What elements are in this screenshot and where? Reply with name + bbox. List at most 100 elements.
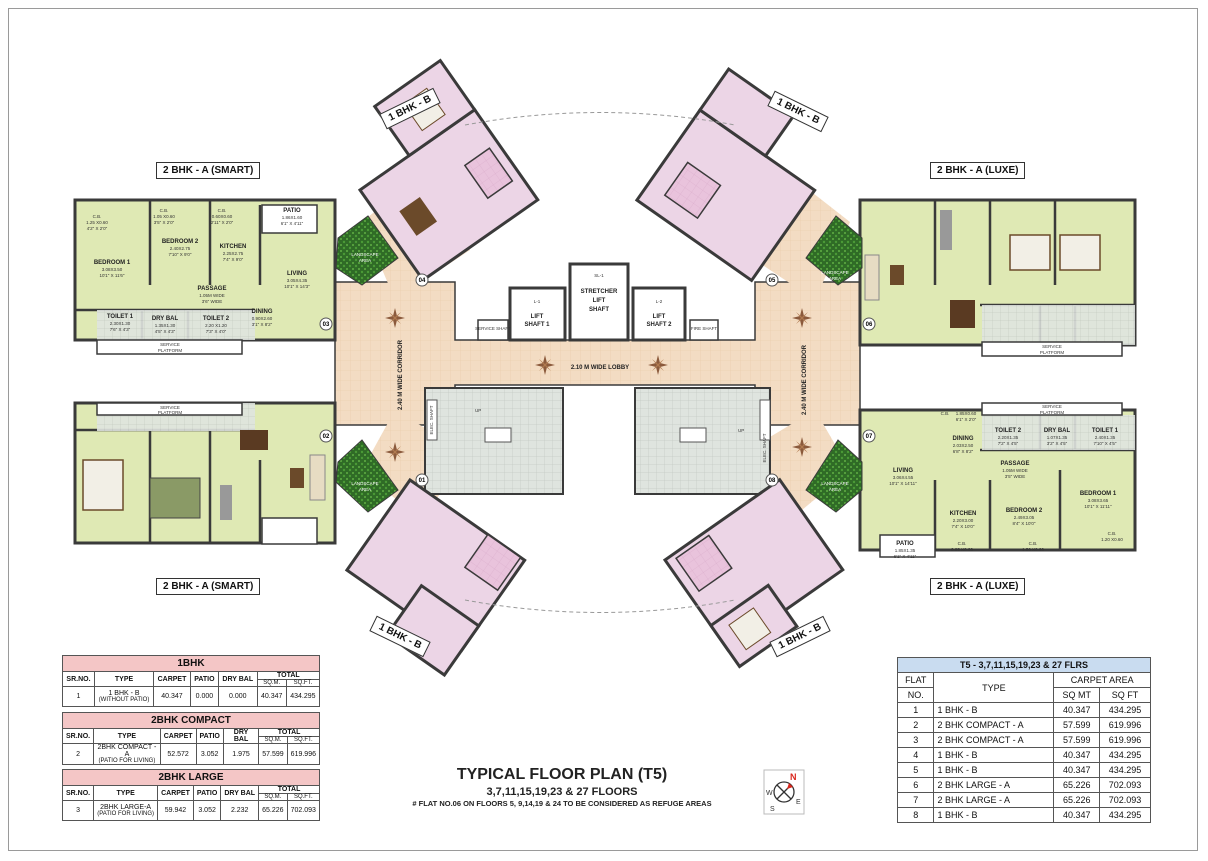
living-label: LIVING (893, 468, 913, 474)
table-1bhk: 1BHK SR.NO. TYPE CARPET PATIO DRY BAL TO… (62, 655, 321, 707)
cb-label: C.B. (941, 411, 950, 416)
elec-shaft-right-label: ELEC. SHAFT (762, 433, 767, 462)
cb-dim: 1.25 X0.60 (86, 220, 108, 225)
lift2-tag: L-2 (656, 299, 663, 304)
col-header: SQ.FT. (285, 679, 321, 687)
service-platform-right-bottom (981, 402, 1123, 416)
unit-01-floor (344, 477, 527, 678)
lift-shaft-2 (631, 286, 687, 342)
svg-text:S: S (770, 806, 775, 813)
bedroom1-label: BEDROOM 1 (1080, 491, 1117, 497)
living-dim: 3.05X4.35 (287, 278, 308, 283)
stretcher-label-2: LIFT (593, 298, 606, 304)
table-row: 3 2BHK LARGE-A(PATIO FOR LIVING) 59.942 … (61, 800, 321, 821)
toilet2-dim: 2.20X1.35 (998, 435, 1019, 440)
stair-up-left: UP (475, 408, 481, 413)
stair-up-right: UP (738, 428, 744, 433)
patio-left-top (261, 204, 318, 234)
stretcher-label-3: SHAFT (589, 307, 609, 313)
svg-text:05: 05 (769, 278, 776, 284)
bedroom2-dim: 2.49X3.05 (1014, 515, 1035, 520)
toilet1-dim: 2.30X1.30 (110, 321, 131, 326)
kitchen-dim: 2.25X2.75 (223, 251, 244, 256)
passage-label: PASSAGE (1001, 461, 1030, 467)
patio-label: PATIO (283, 208, 301, 214)
cb-b2-dim: 1.50 X0.60 (1022, 547, 1044, 552)
table-2bhk-large: 2BHK LARGE SR.NO. TYPE CARPET PATIO DRY … (61, 769, 321, 821)
cb2-label: C.B. (160, 208, 169, 213)
dining-dim-2: 3'1" X 8'2" (252, 322, 273, 327)
unit-label-bottom-right: 2 BHK - A (LUXE) (930, 578, 1026, 595)
cb-b1-dim: 1.20 X0.60 (1101, 537, 1123, 542)
unit-label-top-right: 2 BHK - A (LUXE) (930, 162, 1026, 179)
floors-subtitle: 3,7,11,15,19,23 & 27 FLOORS (486, 786, 638, 798)
col-header: CARPET AREA (1053, 672, 1151, 688)
table-title: T5 - 3,7,11,15,19,23 & 27 FLRS (897, 657, 1151, 673)
kitchen-dim: 2.20X3.00 (953, 518, 974, 523)
living-dim-2: 10'1" X 14'3" (284, 284, 310, 289)
drybal-dim-2: 4'5" X 4'3" (155, 329, 176, 334)
patio-right-bottom (879, 534, 936, 558)
bedroom2-dim: 2.40X2.75 (170, 246, 191, 251)
cb-k-label: C.B. (958, 541, 967, 546)
cb2-dim-2: 3'5" X 2'0" (154, 220, 175, 225)
col-header: NO. (896, 687, 935, 703)
drybal-dim: 1.35X1.30 (155, 323, 176, 328)
page-frame (8, 8, 1198, 851)
service-shaft-label: SERVICE SHAFT (475, 326, 511, 331)
service-platform-label: SERVICE (1042, 404, 1062, 409)
col-header: CARPET (153, 671, 191, 687)
fire-shaft-label: FIRE SHAFT (691, 326, 718, 331)
service-platform-label-2: PLATFORM (1040, 410, 1064, 415)
toilet1-dim: 2.40X1.35 (1095, 435, 1116, 440)
svg-text:02: 02 (323, 434, 330, 440)
cb3-dim: 0.60X0.60 (212, 214, 233, 219)
svg-text:W: W (766, 790, 773, 797)
title-block: TYPICAL FLOOR PLAN (T5) 3,7,11,15,19,23 … (392, 766, 732, 808)
passage-dim: 1.05M WIDE (199, 293, 225, 298)
kitchen-label: KITCHEN (950, 511, 977, 517)
unit-label-top-left: 2 BHK - A (SMART) (156, 162, 261, 179)
bedroom1-dim: 3.08X3.65 (1088, 498, 1109, 503)
service-platform-label: SERVICE (160, 405, 180, 410)
passage-label: PASSAGE (198, 286, 227, 292)
patio-dim: 1.86X1.60 (282, 215, 303, 220)
landscape-area-08 (805, 439, 863, 513)
patio-dim-2: 6'1" X 4'11" (281, 221, 304, 226)
landscape-label: LANDSCAPE (821, 481, 848, 486)
col-header: SR.NO. (62, 671, 95, 687)
lift2-label: LIFT (653, 314, 666, 320)
kitchen-dim-2: 7'4" X 10'0" (952, 524, 975, 529)
lift1-tag: L-1 (534, 299, 541, 304)
lift2-label-2: SHAFT 2 (646, 322, 672, 328)
cb-dim-2: 6'1" X 2'0" (956, 417, 977, 422)
toilet2-dim-2: 7'3" X 4'0" (206, 329, 227, 334)
table-row: 1 1 BHK - B(WITHOUT PATIO) 40.347 0.000 … (62, 686, 321, 707)
toilet2-label: TOILET 2 (203, 316, 230, 322)
service-platform-label-2: PLATFORM (158, 410, 182, 415)
dining-dim: 2.03X2.50 (953, 443, 974, 448)
svg-text:E: E (796, 799, 801, 806)
drybal-dim: 1.07X1.35 (1047, 435, 1068, 440)
toilet1-dim-2: 7'6" X 4'3" (110, 327, 131, 332)
service-platform-label-2: PLATFORM (1040, 350, 1064, 355)
col-header: TYPE (93, 671, 155, 687)
living-dim-2: 10'1" X 14'11" (889, 481, 917, 486)
compass-icon: N W E S (763, 769, 805, 815)
landscape-area-04 (335, 215, 399, 286)
landscape-label: LANDSCAPE (351, 252, 378, 257)
flat-number-markers: 01 02 03 04 05 06 07 08 (319, 273, 876, 487)
cb-k-dim: 0.95 X0.60 (951, 547, 973, 552)
drybal-label: DRY BAL (152, 316, 179, 322)
patio-left-bottom (261, 517, 318, 545)
refuge-note: # FLAT NO.06 ON FLOORS 5, 9,14,19 & 24 T… (412, 799, 712, 808)
living-label: LIVING (287, 271, 307, 277)
